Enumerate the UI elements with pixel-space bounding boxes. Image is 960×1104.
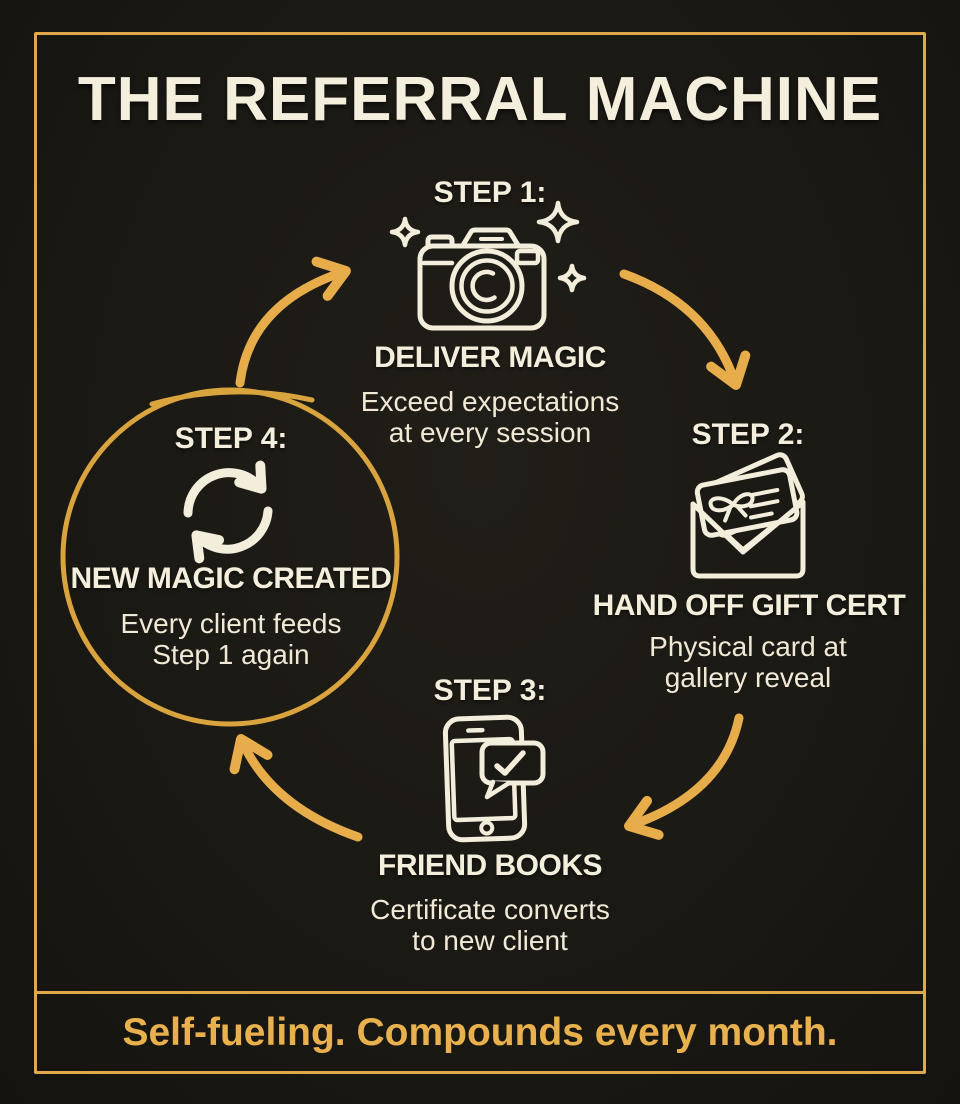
step3-description: Certificate converts to new client — [370, 894, 610, 956]
arrow-step4-to-step1 — [235, 256, 351, 388]
phone-check-icon — [442, 714, 546, 843]
page-title: THE REFERRAL MACHINE — [77, 65, 883, 134]
step1-desc-line2: at every session — [388, 417, 592, 448]
step1-desc-line1: Exceed expectations — [360, 386, 620, 417]
camera-icon — [417, 227, 547, 331]
step4-label: STEP 4: — [174, 422, 288, 455]
step2-desc-line2: gallery reveal — [664, 662, 832, 693]
step2-description: Physical card at gallery reveal — [649, 631, 847, 693]
cycle-circle — [60, 387, 400, 727]
step3-desc-line1: Certificate converts — [370, 894, 610, 925]
arrow-step3-to-step4 — [229, 734, 363, 842]
step2-desc-line1: Physical card at — [649, 631, 847, 662]
step4-desc-line2: Step 1 again — [152, 639, 310, 670]
arrow-step2-to-step3 — [624, 713, 744, 840]
outer-frame-border — [34, 32, 926, 1074]
step3-label: STEP 3: — [433, 674, 547, 707]
sparkle-icons — [389, 200, 587, 293]
step4-heading: NEW MAGIC CREATED — [70, 562, 392, 595]
footer-divider-line — [37, 991, 923, 994]
step2-label: STEP 2: — [691, 418, 805, 451]
step4-description: Every client feeds Step 1 again — [121, 608, 342, 670]
step1-description: Exceed expectations at every session — [361, 386, 619, 448]
step3-heading: FRIEND BOOKS — [377, 849, 603, 882]
arrow-step1-to-step2 — [619, 269, 751, 390]
step1-heading: DELIVER MAGIC — [374, 341, 606, 374]
step2-heading: HAND OFF GIFT CERT — [592, 589, 906, 622]
cycle-refresh-icon — [183, 460, 273, 564]
step4-desc-line1: Every client feeds — [120, 608, 342, 639]
step3-desc-line2: to new client — [412, 925, 568, 956]
gift-envelope-icon — [690, 452, 806, 579]
step1-label: STEP 1: — [433, 176, 547, 209]
footer-tagline: Self-fueling. Compounds every month. — [122, 1011, 838, 1054]
